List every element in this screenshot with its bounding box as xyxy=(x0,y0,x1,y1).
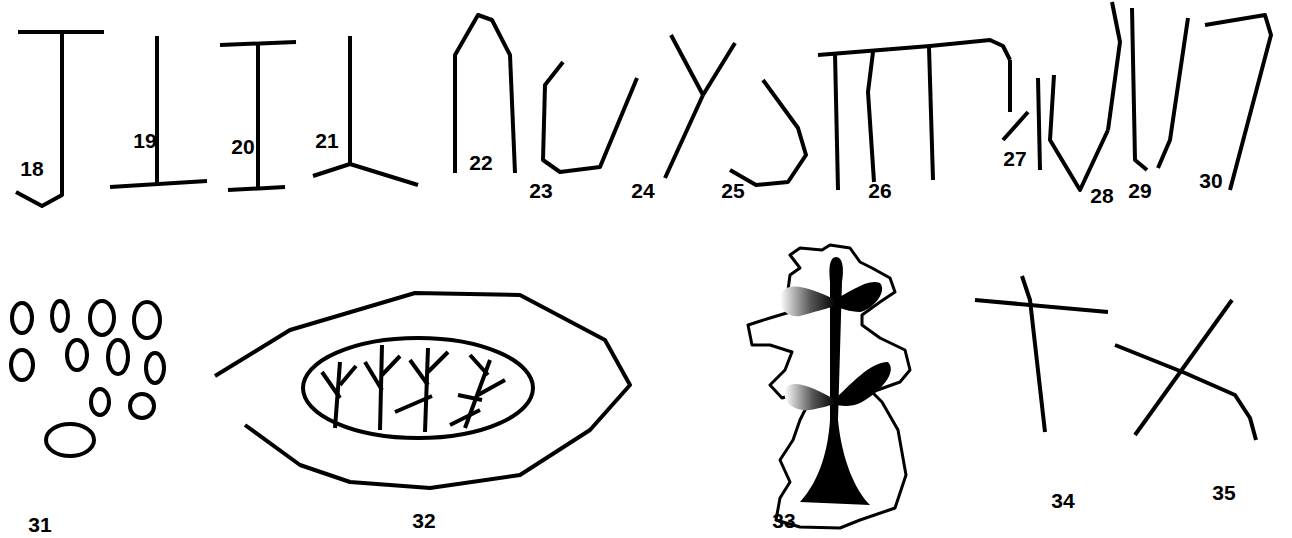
callout-number: 19 xyxy=(133,130,156,151)
sign-32-stroke xyxy=(458,395,482,400)
sign-31-stroke xyxy=(130,394,154,418)
sign-26-stroke xyxy=(818,40,1010,60)
sign-31-stroke xyxy=(12,303,32,333)
sign-18 xyxy=(16,32,104,206)
sign-26-stroke xyxy=(835,53,838,190)
callout-number: 32 xyxy=(412,510,435,531)
sign-29-stroke xyxy=(1158,18,1188,168)
callout-number: 29 xyxy=(1128,180,1151,201)
sign-35-stroke xyxy=(1115,345,1256,440)
sign-32-stroke xyxy=(322,372,340,398)
sign-29-stroke xyxy=(1132,8,1147,170)
sign-24-stroke xyxy=(665,95,703,178)
sign-23 xyxy=(543,62,637,172)
callout-number: 25 xyxy=(721,180,744,201)
sign-31-stroke xyxy=(134,302,160,338)
callout-number: 24 xyxy=(631,180,654,201)
sign-33-stroke xyxy=(834,282,882,312)
callout-number: 33 xyxy=(772,510,795,531)
sign-34-stroke xyxy=(1022,276,1045,432)
sign-32-stroke xyxy=(450,410,480,425)
sign-35 xyxy=(1115,300,1256,440)
callout-number: 22 xyxy=(469,152,492,173)
sign-19-stroke xyxy=(110,181,207,187)
callout-number: 30 xyxy=(1199,170,1222,191)
callout-number: 18 xyxy=(20,158,43,179)
sign-31 xyxy=(11,301,164,456)
sign-35-stroke xyxy=(1135,300,1232,435)
sign-28-stroke xyxy=(1108,2,1120,130)
sign-24 xyxy=(665,35,735,178)
sign-32-stroke xyxy=(382,356,400,375)
sign-28-stroke xyxy=(1050,75,1108,190)
sign-33-stroke xyxy=(748,245,910,528)
sign-22 xyxy=(455,15,515,173)
callout-number: 28 xyxy=(1090,185,1113,206)
sign-22-stroke xyxy=(455,15,515,173)
callout-number: 31 xyxy=(28,514,51,535)
sign-18-stroke xyxy=(16,32,62,206)
sign-31-stroke xyxy=(52,301,68,331)
sign-31-stroke xyxy=(91,389,109,415)
sign-31-stroke xyxy=(146,353,164,383)
sign-29 xyxy=(1132,8,1188,170)
sign-33-stroke xyxy=(785,384,836,410)
sign-32-stroke xyxy=(395,396,432,412)
sign-26-stroke xyxy=(868,52,874,182)
sign-32 xyxy=(215,293,630,488)
sign-21-stroke xyxy=(313,164,418,185)
sign-32-stroke xyxy=(470,355,488,375)
sign-31-stroke xyxy=(108,340,128,374)
sign-19-stroke xyxy=(155,36,159,184)
sign-32-stroke xyxy=(428,352,448,372)
sign-32-stroke xyxy=(478,380,505,395)
sign-34 xyxy=(975,276,1108,432)
sign-30 xyxy=(1205,15,1271,190)
sign-20-stroke xyxy=(256,43,260,189)
callout-number: 34 xyxy=(1051,490,1074,511)
sign-27 xyxy=(1003,78,1040,170)
callout-number: 21 xyxy=(315,130,338,151)
sign-28 xyxy=(1050,2,1120,190)
sign-23-stroke xyxy=(543,62,637,172)
sign-25 xyxy=(730,80,806,185)
sign-30-stroke xyxy=(1205,15,1271,190)
sign-33-stroke xyxy=(780,287,836,317)
sign-33-stroke xyxy=(834,362,891,406)
sign-24-stroke xyxy=(703,43,735,95)
sign-31-stroke xyxy=(46,424,94,456)
sign-31-stroke xyxy=(90,301,114,335)
sign-27-stroke xyxy=(1003,112,1028,140)
sign-25-stroke xyxy=(730,80,806,185)
callout-number: 35 xyxy=(1212,482,1235,503)
sign-27-stroke xyxy=(1038,78,1040,170)
callout-number: 23 xyxy=(529,180,552,201)
sign-20 xyxy=(220,42,296,190)
sign-32-stroke xyxy=(365,362,382,390)
sign-21-stroke xyxy=(348,36,352,165)
sign-21 xyxy=(313,36,418,185)
sign-33 xyxy=(748,245,910,528)
callout-number: 26 xyxy=(868,180,891,201)
callout-number: 27 xyxy=(1003,148,1026,169)
sign-32-stroke xyxy=(410,360,428,385)
sign-19 xyxy=(110,36,207,187)
sign-31-stroke xyxy=(11,350,33,380)
sign-32-stroke xyxy=(303,338,533,438)
sign-34-stroke xyxy=(975,300,1108,312)
sign-32-stroke xyxy=(215,293,630,488)
callout-number: 20 xyxy=(231,136,254,157)
sign-32-stroke xyxy=(425,348,428,432)
sign-24-stroke xyxy=(671,35,703,95)
sign-26-stroke xyxy=(1008,60,1012,112)
sign-20-stroke xyxy=(228,187,285,190)
sign-26-stroke xyxy=(929,47,933,180)
sign-26 xyxy=(818,40,1010,190)
sign-31-stroke xyxy=(67,340,87,370)
sign-32-stroke xyxy=(340,366,356,385)
